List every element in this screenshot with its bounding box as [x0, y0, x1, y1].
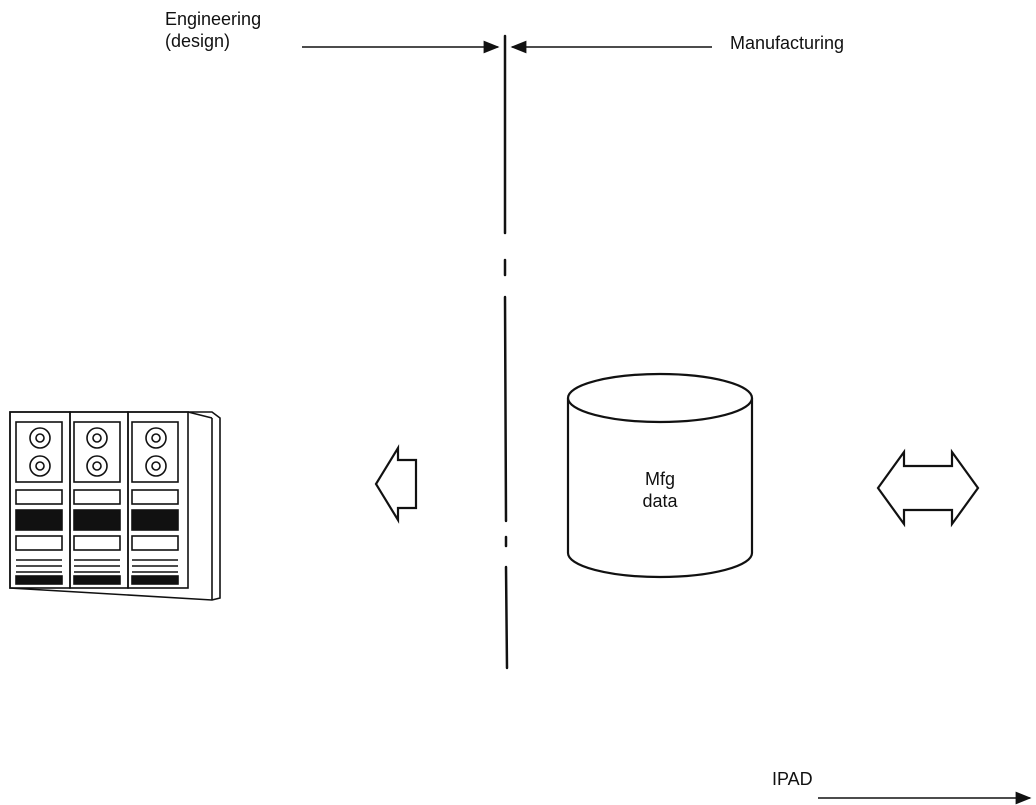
hollow-left-arrow-icon — [374, 444, 418, 524]
engineering-design-label: Engineering (design) — [165, 8, 261, 52]
engineering-label-line2: (design) — [165, 31, 231, 51]
engineering-label-line1: Engineering — [165, 9, 262, 29]
manufacturing-label: Manufacturing — [730, 33, 845, 53]
mfg-data-label-line2: data — [642, 491, 678, 511]
hollow-double-arrow-icon — [876, 448, 980, 528]
mfg-data-label: Mfg data — [620, 468, 700, 512]
mainframe-tape-drives-icon — [9, 411, 221, 601]
database-cylinder-icon — [566, 372, 754, 579]
engineering-manufacturing-divider — [503, 34, 509, 670]
mfg-data-label-line1: Mfg — [644, 469, 675, 489]
ipad-label: IPAD — [772, 769, 813, 789]
